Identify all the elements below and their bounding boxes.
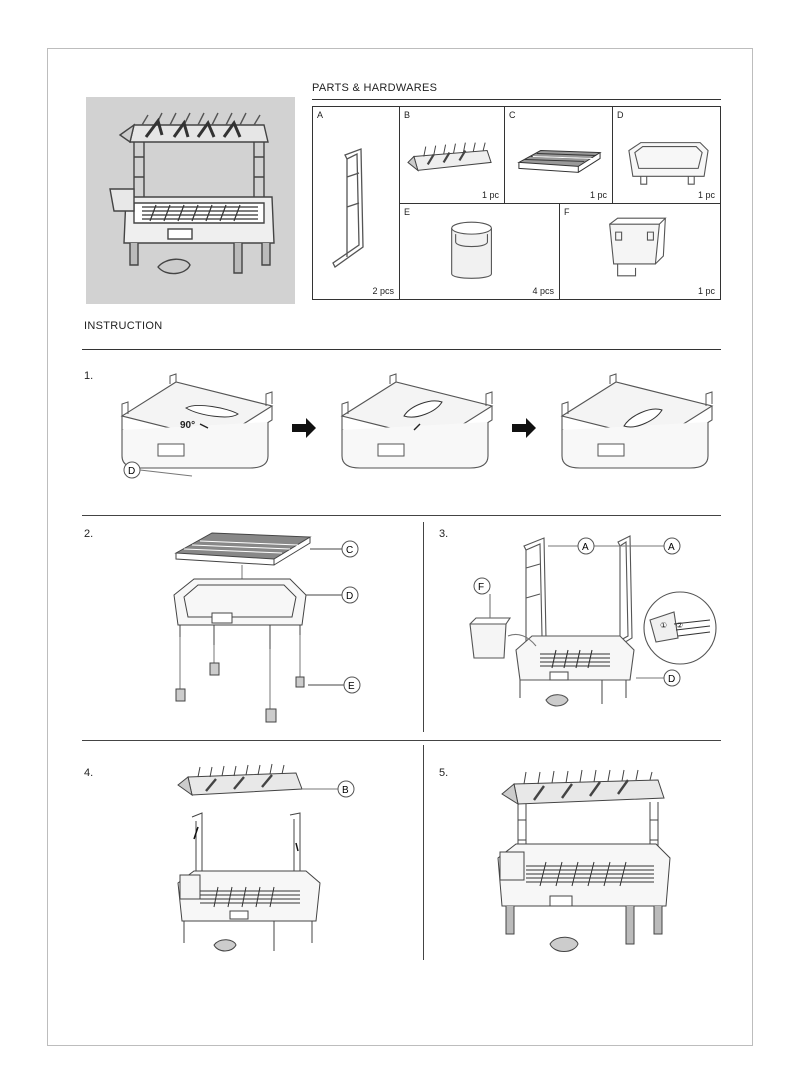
svg-text:A: A: [582, 542, 589, 553]
part-qty: 1 pc: [697, 190, 715, 200]
part-e-foot-cap-illustration: [451, 221, 492, 279]
part-d-basin-illustration: [628, 142, 709, 185]
parts-grid: A 2 pcs B 1 pc C: [312, 106, 721, 300]
part-qty: 2 pcs: [372, 286, 394, 296]
column-divider: [423, 745, 424, 960]
step-1-panel-a: 90°: [121, 373, 273, 469]
part-a-side-frame-illustration: [332, 148, 364, 268]
step-4-illustration: B: [170, 755, 370, 970]
callout-d: [663, 669, 681, 687]
part-b-upper-rack-illustration: [407, 142, 492, 172]
svg-text:C: C: [346, 545, 353, 556]
assembled-dish-rack-illustration: [109, 112, 275, 275]
svg-text:F: F: [478, 582, 484, 593]
section-divider: [82, 740, 721, 741]
svg-text:B: B: [342, 785, 349, 796]
callout-a: [663, 537, 681, 555]
part-letter: B: [404, 110, 411, 120]
instruction-section-title: INSTRUCTION: [84, 320, 163, 332]
part-letter: F: [564, 207, 570, 217]
product-hero-image: [86, 97, 295, 304]
part-cell-c: C 1 pc: [504, 107, 612, 204]
step-3-illustration: ① ② A A F D: [460, 528, 720, 723]
step-4-number: 4.: [84, 767, 94, 779]
part-cell-a: A 2 pcs: [313, 107, 399, 299]
step-1-panel-c: [561, 373, 713, 469]
callout-c: [341, 540, 359, 558]
page-frame: [47, 48, 753, 1046]
detail-mark-1: ①: [660, 621, 667, 630]
step-5-illustration: [490, 758, 680, 973]
callout-f: [473, 577, 491, 595]
part-c-wire-rack-illustration: [517, 150, 602, 173]
column-divider: [423, 522, 424, 732]
part-cell-b: B 1 pc: [399, 107, 504, 204]
part-f-utensil-cup-illustration: [609, 217, 667, 277]
callout-d: [341, 586, 359, 604]
part-letter: E: [404, 207, 411, 217]
svg-text:D: D: [668, 674, 675, 685]
svg-text:A: A: [668, 542, 675, 553]
step-2-number: 2.: [84, 528, 94, 540]
part-qty: 1 pc: [589, 190, 607, 200]
part-letter: A: [317, 110, 324, 120]
callout-a: [577, 537, 595, 555]
part-cell-d: D 1 pc: [612, 107, 720, 204]
svg-text:E: E: [348, 681, 355, 692]
rotation-angle-label: 90°: [180, 420, 195, 431]
part-letter: D: [617, 110, 624, 120]
step-3-number: 3.: [439, 528, 449, 540]
step-1-number: 1.: [84, 370, 94, 382]
step-5-number: 5.: [439, 767, 449, 779]
part-qty: 1 pc: [697, 286, 715, 296]
svg-text:D: D: [128, 466, 135, 477]
part-qty: 4 pcs: [532, 286, 554, 296]
next-arrow-icon: [292, 418, 316, 438]
parts-section-title: PARTS & HARDWARES: [312, 82, 438, 94]
step-2-illustration: C D E: [160, 525, 400, 730]
next-arrow-icon: [512, 418, 536, 438]
part-letter: C: [509, 110, 516, 120]
callout-e: [343, 676, 361, 694]
svg-text:D: D: [346, 591, 353, 602]
callout-b: [337, 780, 355, 798]
section-divider: [82, 515, 721, 516]
detail-mark-2: ②: [676, 621, 683, 630]
step-1-panel-b: [341, 373, 493, 469]
part-qty: 1 pc: [481, 190, 499, 200]
step-1-illustration: 90° D: [100, 372, 720, 492]
parts-title-rule: [312, 99, 721, 100]
part-cell-e: E 4 pcs: [399, 204, 559, 299]
instruction-title-rule: [82, 349, 721, 350]
part-cell-f: F 1 pc: [559, 204, 720, 299]
